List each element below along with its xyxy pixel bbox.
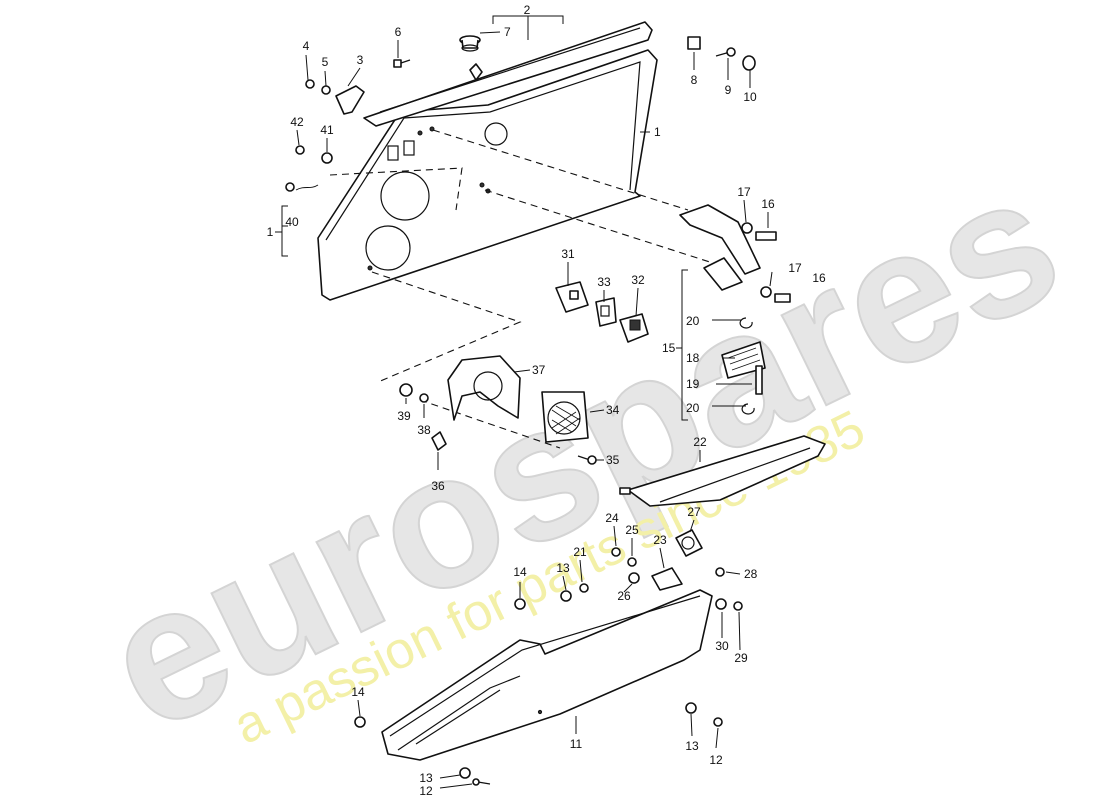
callout-30: 30 [715, 639, 729, 653]
callout-12-right: 12 [709, 753, 723, 767]
grip-3 [335, 85, 365, 115]
callout-13-bottom: 13 [419, 771, 433, 785]
callout-13-top: 13 [556, 561, 570, 575]
callout-14-bottom: 14 [351, 685, 365, 699]
callout-8: 8 [691, 73, 698, 87]
callout-10: 10 [743, 90, 757, 104]
callout-28: 28 [744, 567, 758, 581]
callout-16-top: 16 [761, 197, 775, 211]
callout-7: 7 [504, 25, 511, 39]
callout-18: 18 [686, 351, 700, 365]
callout-17-bottom: 17 [788, 261, 802, 275]
callout-25: 25 [625, 523, 639, 537]
armrest-bracket [679, 204, 791, 415]
callout-20-top: 20 [686, 314, 700, 328]
callout-19: 19 [686, 377, 700, 391]
callout-9: 9 [725, 83, 732, 97]
callout-34: 34 [606, 403, 620, 417]
callout-24: 24 [605, 511, 619, 525]
callout-3: 3 [357, 53, 364, 67]
callout-6: 6 [395, 25, 402, 39]
cap-7 [459, 35, 481, 52]
callout-labels: 2 7 4 5 3 6 8 9 10 1 42 41 40 1 17 16 17… [267, 3, 826, 798]
speaker-assembly [399, 355, 597, 465]
callout-2: 2 [524, 3, 531, 17]
callout-32: 32 [631, 273, 645, 287]
callout-42: 42 [290, 115, 304, 129]
callout-16-bottom: 16 [812, 271, 826, 285]
callout-5: 5 [322, 55, 329, 69]
callout-12-bottom: 12 [419, 784, 433, 798]
lower-brackets [514, 529, 743, 611]
callout-38: 38 [417, 423, 431, 437]
callout-leaders [275, 15, 773, 789]
lower-trim-panel [381, 589, 713, 761]
callout-14-top: 14 [513, 565, 527, 579]
callout-11: 11 [570, 737, 583, 751]
callout-23: 23 [653, 533, 667, 547]
switches [555, 281, 649, 343]
callout-35: 35 [606, 453, 620, 467]
callout-1-right: 1 [654, 125, 661, 139]
callout-21: 21 [573, 545, 587, 559]
callout-27: 27 [687, 505, 701, 519]
callout-15: 15 [662, 341, 676, 355]
fasteners-top-right [687, 36, 756, 71]
callout-22: 22 [693, 435, 707, 449]
callout-33: 33 [597, 275, 611, 289]
upper-rail [363, 21, 653, 127]
callout-41: 41 [320, 123, 334, 137]
callout-40: 40 [285, 215, 299, 229]
callout-13-right: 13 [685, 739, 699, 753]
armrest-cover [619, 435, 826, 507]
callout-37: 37 [532, 363, 546, 377]
callout-17-top: 17 [737, 185, 751, 199]
callout-39: 39 [397, 409, 411, 423]
callout-20-bottom: 20 [686, 401, 700, 415]
callout-29: 29 [734, 651, 748, 665]
callout-36: 36 [431, 479, 445, 493]
lower-fasteners [354, 702, 723, 786]
fasteners-top-left [285, 59, 411, 192]
callout-4: 4 [303, 39, 310, 53]
callout-26: 26 [617, 589, 631, 603]
callout-1-left: 1 [267, 225, 274, 239]
callout-31: 31 [561, 247, 575, 261]
assembly-leaders [329, 129, 717, 449]
